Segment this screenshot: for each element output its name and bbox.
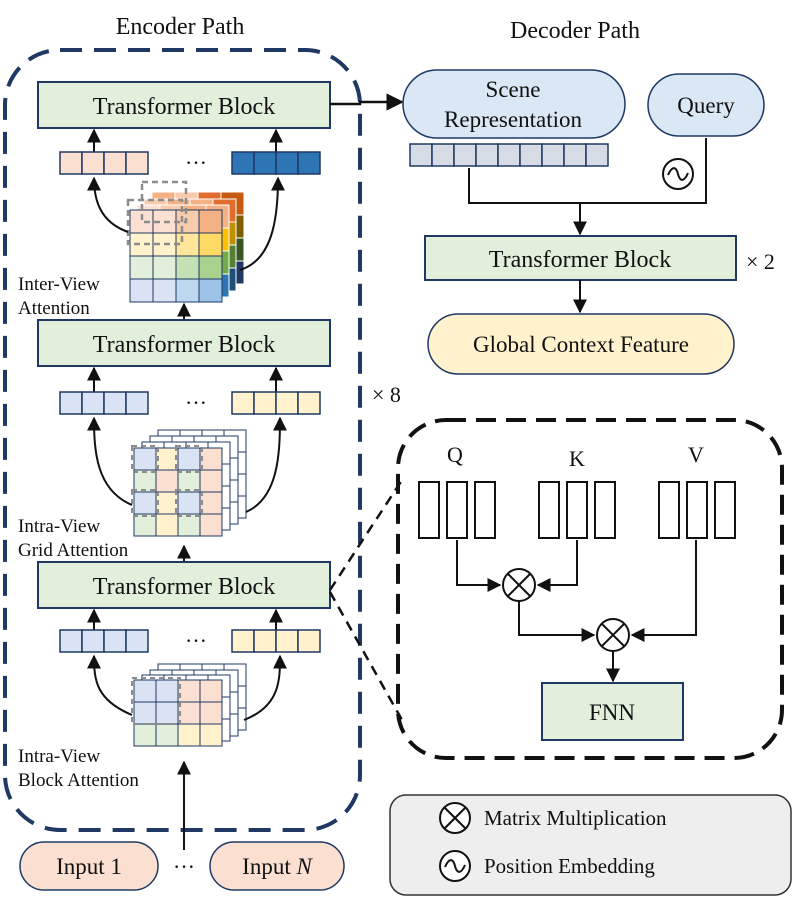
global-context-label: Global Context Feature bbox=[473, 332, 689, 357]
legend-position-embedding-icon bbox=[439, 850, 471, 882]
scene-label-line2: Representation bbox=[444, 107, 582, 132]
encoder-transformer-label-top: Transformer Block bbox=[93, 94, 275, 120]
position-embedding-icon bbox=[662, 158, 694, 190]
encoder-transformer-block-middle bbox=[37, 319, 331, 367]
ellipsis-middle: ··· bbox=[185, 390, 207, 415]
fnn-block bbox=[541, 682, 684, 741]
k-matrix bbox=[538, 481, 616, 539]
encoder-path-title: Encoder Path bbox=[116, 14, 245, 40]
scene-label-line1: Scene bbox=[486, 77, 541, 102]
token-row-blue-bottom bbox=[59, 629, 149, 653]
inter-view-label-line2: Attention bbox=[18, 298, 90, 319]
input-1-label: Input 1 bbox=[56, 854, 122, 879]
intra-grid-label-line2: Grid Attention bbox=[18, 540, 129, 561]
legend-pos-embed-label: Position Embedding bbox=[484, 854, 655, 878]
ellipsis-bottom: ··· bbox=[185, 628, 207, 653]
matmul-icon-1 bbox=[502, 568, 536, 602]
v-matrix bbox=[658, 481, 736, 539]
q-matrix bbox=[418, 481, 496, 539]
encoder-container bbox=[3, 48, 362, 832]
decoder-transformer-label: Transformer Block bbox=[489, 247, 671, 273]
ellipsis-top: ··· bbox=[185, 150, 207, 175]
legend-box bbox=[389, 794, 792, 896]
attention-detail-container bbox=[396, 418, 784, 760]
scene-token-row bbox=[409, 143, 609, 167]
query-pill bbox=[647, 73, 765, 137]
input-n-pill bbox=[209, 841, 345, 891]
token-row-yellow-bottom bbox=[231, 629, 321, 653]
encoder-transformer-label-middle: Transformer Block bbox=[93, 332, 275, 358]
encoder-transformer-block-bottom bbox=[37, 561, 331, 609]
legend-matmul-icon bbox=[439, 802, 471, 834]
decoder-transformer-block bbox=[424, 235, 737, 281]
q-label: Q bbox=[447, 442, 463, 467]
intra-view-grid-stack bbox=[131, 429, 247, 537]
matmul-icon-2 bbox=[596, 618, 630, 652]
inter-view-grid-stack bbox=[126, 180, 245, 303]
intra-block-grid-stack bbox=[131, 663, 247, 747]
global-context-feature-pill bbox=[427, 313, 735, 375]
fnn-label: FNN bbox=[589, 700, 635, 725]
encoder-transformer-label-bottom: Transformer Block bbox=[93, 574, 275, 600]
scene-representation-pill bbox=[402, 69, 626, 139]
token-row-peach-top bbox=[59, 151, 149, 175]
k-label: K bbox=[569, 446, 585, 471]
inter-view-label-line1: Inter-View bbox=[18, 274, 100, 295]
input-ellipsis: ··· bbox=[173, 854, 195, 879]
decoder-path-title: Decoder Path bbox=[510, 18, 640, 44]
input-1-pill bbox=[19, 841, 159, 891]
query-label: Query bbox=[677, 93, 735, 118]
decoder-repeat-label: × 2 bbox=[746, 249, 775, 274]
intra-block-label-line1: Intra-View bbox=[18, 746, 100, 767]
v-label: V bbox=[688, 442, 704, 467]
token-row-darkblue-top bbox=[231, 151, 321, 175]
token-row-blue-middle bbox=[59, 391, 149, 415]
legend-matmul-label: Matrix Multiplication bbox=[484, 806, 667, 830]
encoder-transformer-block-top bbox=[37, 81, 331, 129]
input-n-label: Input N bbox=[242, 854, 313, 879]
intra-grid-label-line1: Intra-View bbox=[18, 516, 100, 537]
intra-block-label-line2: Block Attention bbox=[18, 770, 139, 791]
token-row-yellow-middle bbox=[231, 391, 321, 415]
encoder-repeat-label: × 8 bbox=[372, 382, 401, 407]
